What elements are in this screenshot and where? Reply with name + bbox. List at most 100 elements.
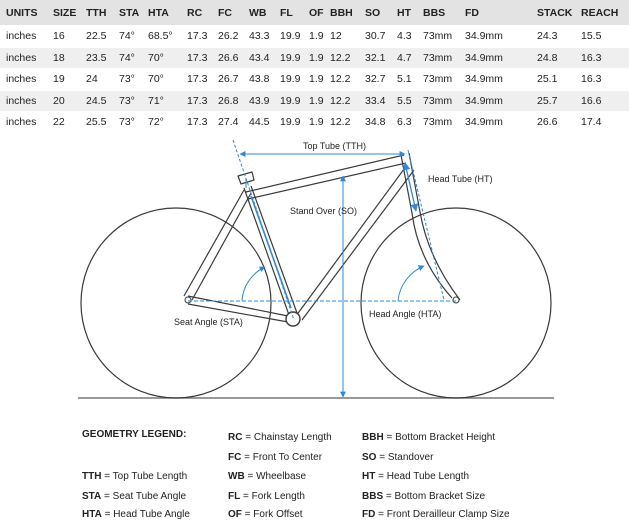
cell-so: 33.4 bbox=[359, 89, 391, 112]
cell-fd: 34.9mm bbox=[459, 46, 531, 69]
cell-sta: 74° bbox=[113, 25, 142, 47]
legend-item-tth: TTH = Top Tube Length bbox=[82, 471, 187, 482]
label-seat-angle: Seat Angle (STA) bbox=[174, 317, 243, 327]
cell-so: 32.7 bbox=[359, 68, 391, 90]
legend-desc: = Head Tube Length bbox=[375, 471, 470, 482]
legend-abbr: BBS bbox=[362, 491, 384, 502]
legend-desc: = Fork Offset bbox=[241, 509, 303, 520]
front-wheel bbox=[360, 207, 552, 399]
cell-so: 32.1 bbox=[359, 46, 391, 69]
cell-fd: 34.9mm bbox=[459, 89, 531, 112]
cell-units: inches bbox=[0, 25, 47, 47]
cell-sta: 74° bbox=[113, 46, 142, 69]
legend-item-of: OF = Fork Offset bbox=[228, 509, 303, 520]
legend-desc: = Head Tube Angle bbox=[101, 509, 190, 520]
legend-item-ht: HT = Head Tube Length bbox=[362, 471, 469, 482]
cell-fl: 19.9 bbox=[274, 46, 303, 69]
column-header-size: SIZE bbox=[47, 0, 80, 26]
cell-ht: 4.3 bbox=[391, 25, 417, 47]
cell-bbs: 73mm bbox=[417, 111, 459, 133]
legend-abbr: SO bbox=[362, 452, 377, 463]
label-head-tube: Head Tube (HT) bbox=[428, 174, 493, 184]
legend-item-bbh: BBH = Bottom Bracket Height bbox=[362, 432, 495, 443]
legend-abbr: TTH bbox=[82, 471, 102, 482]
cell-so: 34.8 bbox=[359, 111, 391, 133]
legend-abbr: FC bbox=[228, 452, 242, 463]
column-header-sta: STA bbox=[113, 0, 142, 26]
cell-units: inches bbox=[0, 89, 47, 112]
cell-sta: 73° bbox=[113, 68, 142, 90]
cell-bbs: 73mm bbox=[417, 68, 459, 90]
cell-rc: 17.3 bbox=[181, 46, 212, 69]
cell-reach: 16.3 bbox=[575, 46, 629, 69]
legend-abbr: HT bbox=[362, 471, 376, 482]
legend-abbr: STA bbox=[82, 491, 102, 502]
legend-abbr: FD bbox=[362, 509, 376, 520]
cell-rc: 17.3 bbox=[181, 111, 212, 133]
cell-fl: 19.9 bbox=[274, 89, 303, 112]
cell-tth: 24.5 bbox=[80, 89, 113, 112]
rear-axle bbox=[184, 296, 192, 304]
legend-item-hta: HTA = Head Tube Angle bbox=[82, 509, 190, 520]
cell-stack: 24.3 bbox=[531, 25, 575, 47]
bike-geometry-diagram: Top Tube (TTH) Head Tube (HT) Stand Over… bbox=[78, 139, 554, 399]
cell-reach: 16.3 bbox=[575, 68, 629, 90]
cell-ht: 4.7 bbox=[391, 46, 417, 69]
cell-stack: 25.7 bbox=[531, 89, 575, 112]
cell-bbs: 73mm bbox=[417, 46, 459, 69]
legend-desc: = Bottom Bracket Size bbox=[383, 491, 486, 502]
cell-stack: 26.6 bbox=[531, 111, 575, 133]
column-header-of: OF bbox=[303, 0, 324, 26]
cell-bbh: 12.2 bbox=[324, 111, 359, 133]
cell-fl: 19.9 bbox=[274, 25, 303, 47]
cell-wb: 43.9 bbox=[243, 89, 274, 112]
cell-bbh: 12.2 bbox=[324, 46, 359, 69]
cell-ht: 6.3 bbox=[391, 111, 417, 133]
cell-tth: 23.5 bbox=[80, 46, 113, 69]
cell-fl: 19.9 bbox=[274, 111, 303, 133]
legend-abbr: OF bbox=[228, 509, 242, 520]
cell-reach: 17.4 bbox=[575, 111, 629, 133]
cell-fc: 26.2 bbox=[212, 25, 243, 47]
legend-abbr: WB bbox=[228, 471, 245, 482]
column-header-tth: TTH bbox=[80, 0, 113, 26]
legend-item-fd: FD = Front Derailleur Clamp Size bbox=[362, 509, 510, 520]
legend-item-sta: STA = Seat Tube Angle bbox=[82, 491, 186, 502]
column-header-hta: HTA bbox=[142, 0, 181, 26]
legend-desc: = Chainstay Length bbox=[242, 432, 332, 443]
cell-so: 30.7 bbox=[359, 25, 391, 47]
column-header-bbh: BBH bbox=[324, 0, 359, 26]
legend-abbr: HTA bbox=[82, 509, 102, 520]
legend-desc: = Fork Length bbox=[240, 491, 305, 502]
cell-of: 1.9 bbox=[303, 89, 324, 112]
legend-title: GEOMETRY LEGEND: bbox=[82, 429, 187, 440]
legend-desc: = Top Tube Length bbox=[101, 471, 188, 482]
cell-tth: 22.5 bbox=[80, 25, 113, 47]
legend-abbr: BBH bbox=[362, 432, 384, 443]
cell-ht: 5.1 bbox=[391, 68, 417, 90]
legend-desc: = Seat Tube Angle bbox=[101, 491, 187, 502]
cell-reach: 16.6 bbox=[575, 89, 629, 112]
cell-stack: 24.8 bbox=[531, 46, 575, 69]
bottom-bracket bbox=[285, 311, 301, 327]
legend-item-so: SO = Standover bbox=[362, 452, 433, 463]
cell-of: 1.9 bbox=[303, 111, 324, 133]
legend-desc: = Standover bbox=[376, 452, 434, 463]
cell-hta: 70° bbox=[142, 68, 181, 90]
legend-item-rc: RC = Chainstay Length bbox=[228, 432, 332, 443]
cell-wb: 43.4 bbox=[243, 46, 274, 69]
cell-bbh: 12.2 bbox=[324, 89, 359, 112]
cell-size: 18 bbox=[47, 46, 80, 69]
cell-fd: 34.9mm bbox=[459, 111, 531, 133]
cell-reach: 15.5 bbox=[575, 25, 629, 47]
cell-hta: 72° bbox=[142, 111, 181, 133]
cell-bbs: 73mm bbox=[417, 89, 459, 112]
cell-wb: 43.3 bbox=[243, 25, 274, 47]
cell-fl: 19.9 bbox=[274, 68, 303, 90]
cell-bbh: 12.2 bbox=[324, 68, 359, 90]
cell-ht: 5.5 bbox=[391, 89, 417, 112]
cell-size: 16 bbox=[47, 25, 80, 47]
